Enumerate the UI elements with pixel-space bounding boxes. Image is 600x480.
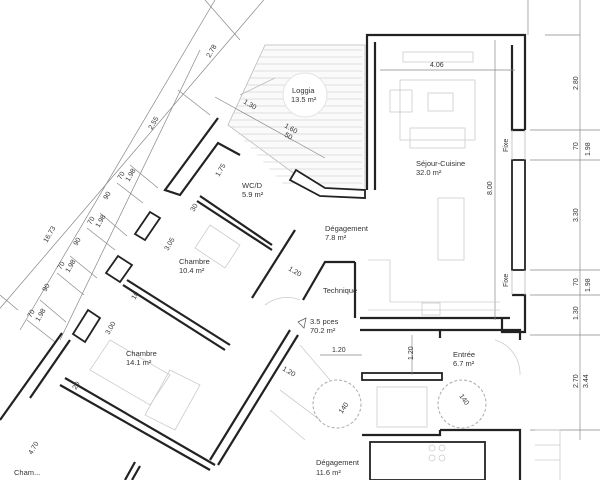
dim-label: 16.73 (43, 225, 58, 244)
dim-label: 1.20 (332, 347, 346, 354)
room-name: Chambre (126, 349, 157, 358)
dim-label: 10 (131, 291, 141, 301)
dim-label: 1.75 (215, 163, 228, 178)
dim-label: 4.06 (430, 62, 444, 69)
dim-label: 140 (457, 393, 469, 407)
room-area: 5.9 m² (242, 190, 264, 199)
room-area: 6.7 m² (453, 359, 475, 368)
room-name: Dégagement (316, 458, 360, 467)
dim-label: 3.00 (105, 321, 118, 336)
room-area: 14.1 m² (126, 358, 152, 367)
dim-label: 90 (73, 237, 83, 247)
apartment-area: 70.2 m² (310, 326, 336, 335)
dim-label: 3.44 (583, 374, 590, 388)
dim-label: 1.98 (585, 142, 592, 156)
dim-label: 1.98 (95, 214, 108, 229)
dim-label: 20 (72, 381, 82, 391)
dim-label: 3.05 (164, 237, 177, 252)
dim-label: 1.20 (281, 366, 296, 379)
room-area: 11.6 m² (316, 468, 341, 477)
dim-label: 30 (190, 203, 200, 213)
dim-label: 90 (103, 191, 113, 201)
room-area: 10.4 m² (179, 266, 205, 275)
dim-label: 90 (42, 283, 52, 293)
diagonal-walls (0, 117, 366, 480)
bedroom-furniture (89, 224, 331, 441)
dim-label: 70 (27, 309, 37, 319)
dim-label: 70 (573, 278, 580, 286)
summary-triangle-icon (297, 317, 307, 329)
dim-label: 70 (117, 171, 127, 181)
window-label: Fixe (503, 274, 510, 287)
room-name: Entrée (453, 350, 475, 359)
dim-label: 70 (57, 261, 67, 271)
dim-label: 1.30 (573, 306, 580, 320)
room-name: Dégagement (325, 224, 369, 233)
dim-label: 1.98 (585, 278, 592, 292)
room-name: Chambre (179, 257, 210, 266)
room-name: Séjour-Cuisine (416, 159, 465, 168)
dim-label: 1.20 (287, 266, 302, 279)
dim-label: 4.70 (28, 441, 41, 456)
dim-label: 1.98 (35, 308, 48, 323)
window-label: Fixe (503, 139, 510, 152)
dim-label: 2.70 (573, 374, 580, 388)
loggia-deck (214, 44, 366, 191)
room-labels: Loggia 13.5 m² WC/D 5.9 m² Séjour-Cuisin… (14, 86, 475, 477)
entree-walls (312, 328, 561, 480)
facade-dimension-lines (0, 0, 265, 343)
dim-label: 50 (283, 132, 293, 142)
sejour-furniture (368, 51, 500, 316)
sejour-walls (360, 0, 600, 440)
apartment-type: 3.5 pces (310, 317, 339, 326)
dim-label: 70 (87, 216, 97, 226)
dim-label: 1.20 (408, 346, 415, 360)
dim-label: 8.00 (487, 181, 494, 195)
room-name: WC/D (242, 181, 263, 190)
dim-label: 3.30 (573, 208, 580, 222)
dim-label: 70 (573, 142, 580, 150)
room-area: 13.5 m² (291, 95, 317, 104)
room-name: Technique (323, 286, 357, 295)
room-area: 32.0 m² (416, 168, 442, 177)
dim-label: 2.80 (573, 76, 580, 90)
dim-label: 2.78 (206, 44, 219, 59)
room-area: 7.8 m² (325, 233, 347, 242)
dim-label: 140 (338, 401, 350, 415)
room-name: Loggia (292, 86, 315, 95)
room-name: Cham... (14, 468, 40, 477)
